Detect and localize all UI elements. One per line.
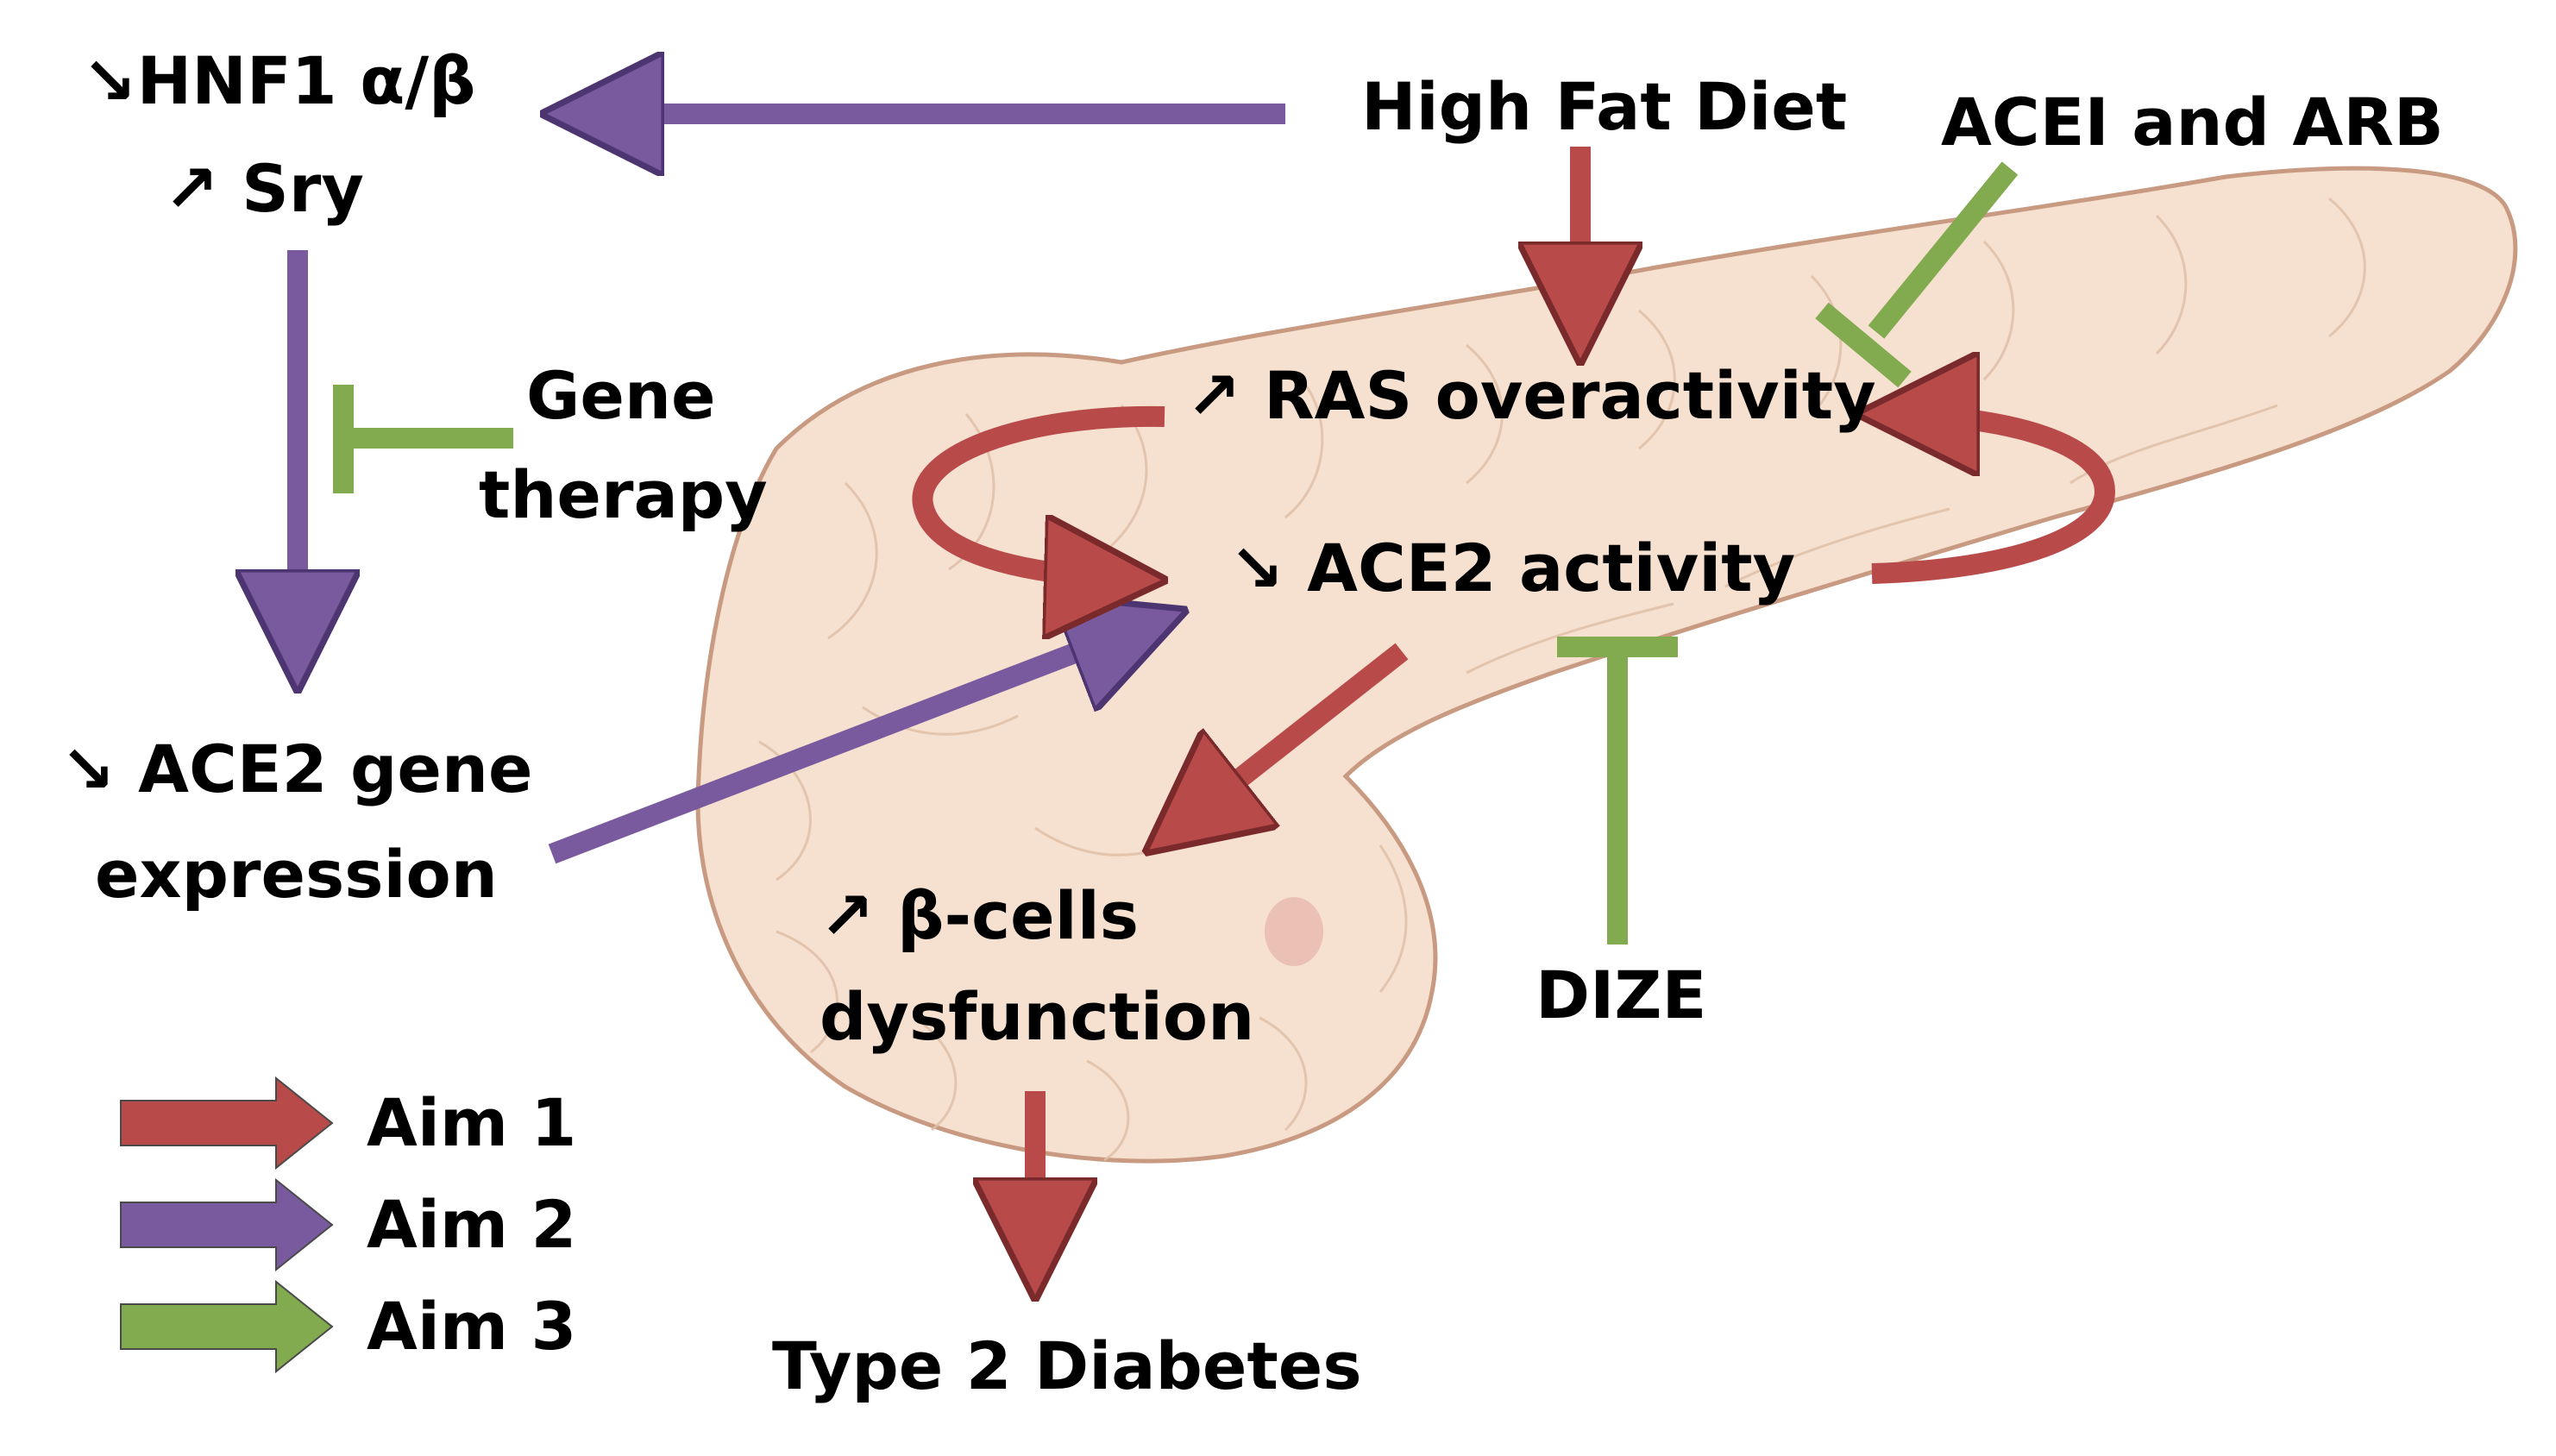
legend-arrow-swatch bbox=[120, 1177, 334, 1272]
legend-arrow-swatch bbox=[120, 1076, 334, 1170]
arrow-ace2-to-beta-cells bbox=[1160, 643, 1409, 841]
legend-item: Aim 3 bbox=[120, 1279, 576, 1374]
arrow-ras-to-ace2-loop bbox=[912, 405, 1165, 580]
label-ace2-activity: ↘ ACE2 activity bbox=[1229, 530, 1795, 606]
legend: Aim 1 Aim 2 Aim 3 bbox=[120, 1076, 576, 1374]
arrow-ace2-gene-to-ace2-activity bbox=[548, 617, 1169, 864]
label-acei-arb: ACEI and ARB bbox=[1941, 84, 2444, 160]
label-gene-therapy-line1: Gene bbox=[526, 357, 716, 434]
inhibitor-dize bbox=[1557, 637, 1678, 945]
label-beta-cells-line2: dysfunction bbox=[820, 978, 1254, 1055]
label-hnf1: ↘HNF1 α/β bbox=[82, 42, 476, 119]
legend-label: Aim 2 bbox=[367, 1186, 576, 1263]
label-sry: ↗ Sry bbox=[164, 150, 364, 227]
label-ace2-gene-line1: ↘ ACE2 gene bbox=[60, 731, 533, 807]
label-ras-overactivity: ↗ RAS overactivity bbox=[1186, 357, 1876, 434]
legend-label: Aim 1 bbox=[367, 1084, 576, 1161]
label-type2-diabetes: Type 2 Diabetes bbox=[772, 1327, 1362, 1404]
label-dize: DIZE bbox=[1535, 957, 1706, 1033]
legend-item: Aim 1 bbox=[120, 1076, 576, 1170]
legend-label: Aim 3 bbox=[367, 1288, 576, 1365]
label-ace2-gene-line2: expression bbox=[95, 836, 498, 913]
label-high-fat-diet: High Fat Diet bbox=[1361, 68, 1847, 145]
legend-arrow-swatch bbox=[120, 1279, 334, 1374]
inhibitor-gene-therapy bbox=[333, 385, 513, 493]
legend-item: Aim 2 bbox=[120, 1177, 576, 1272]
label-gene-therapy-line2: therapy bbox=[479, 456, 768, 533]
inhibitor-acei-arb bbox=[1815, 161, 2019, 388]
label-beta-cells-line1: ↗ β-cells bbox=[820, 877, 1139, 954]
pancreas-duct-shade bbox=[1265, 897, 1323, 966]
arrow-ace2-to-ras-loop bbox=[1872, 414, 2116, 584]
